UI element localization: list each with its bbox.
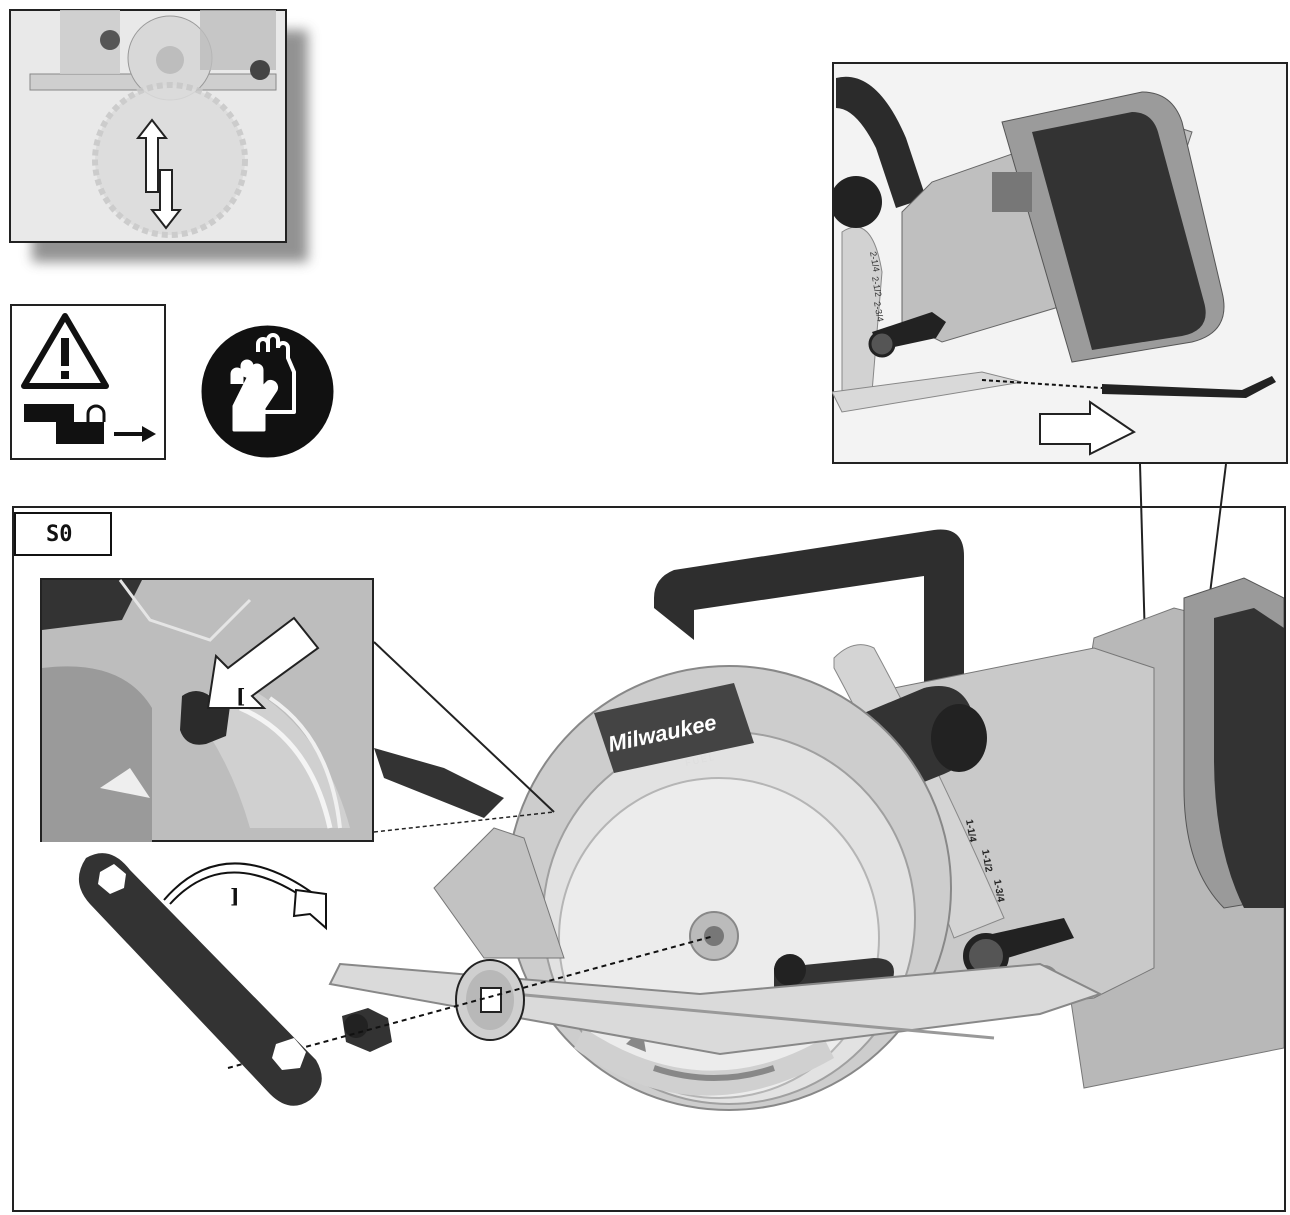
- depth-scale-label-1: 1-1/4: [963, 819, 978, 844]
- detail-pointer-callout: [: [236, 684, 246, 708]
- step-number-label: S0: [14, 512, 112, 556]
- blade-guard-detail-inset: 2-1/4 2-1/2 2-3/4: [830, 62, 1288, 464]
- wrench-rotation-callout: ]: [230, 884, 240, 908]
- circular-saw-illustration: 1-1/4 1-1/2 1-3/4 Milwaukee FUEL: [14, 508, 1284, 1210]
- blade-adjust-thumbnail: [9, 9, 308, 262]
- depth-scale-label-3: 1-3/4: [991, 879, 1006, 904]
- rotation-arrow-icon: [163, 862, 327, 931]
- wear-gloves-icon: [200, 324, 335, 459]
- spindle-lock-detail-inset: [40, 578, 374, 842]
- slide-out-arrow-icon: [1039, 400, 1136, 456]
- up-down-arrows-icon: [135, 118, 183, 230]
- detail-scale-label-3: 2-3/4: [872, 301, 885, 323]
- depth-scale-label-2: 1-1/2: [979, 849, 994, 874]
- detail-scale-label-1: 2-1/4: [868, 251, 881, 273]
- warning-remove-battery-icon: [10, 304, 166, 460]
- press-arrow-icon: [206, 616, 320, 709]
- blade-wrench: [78, 853, 322, 1106]
- detail-scale-label-2: 2-1/2: [870, 276, 883, 298]
- main-illustration-frame: [12, 506, 1286, 1212]
